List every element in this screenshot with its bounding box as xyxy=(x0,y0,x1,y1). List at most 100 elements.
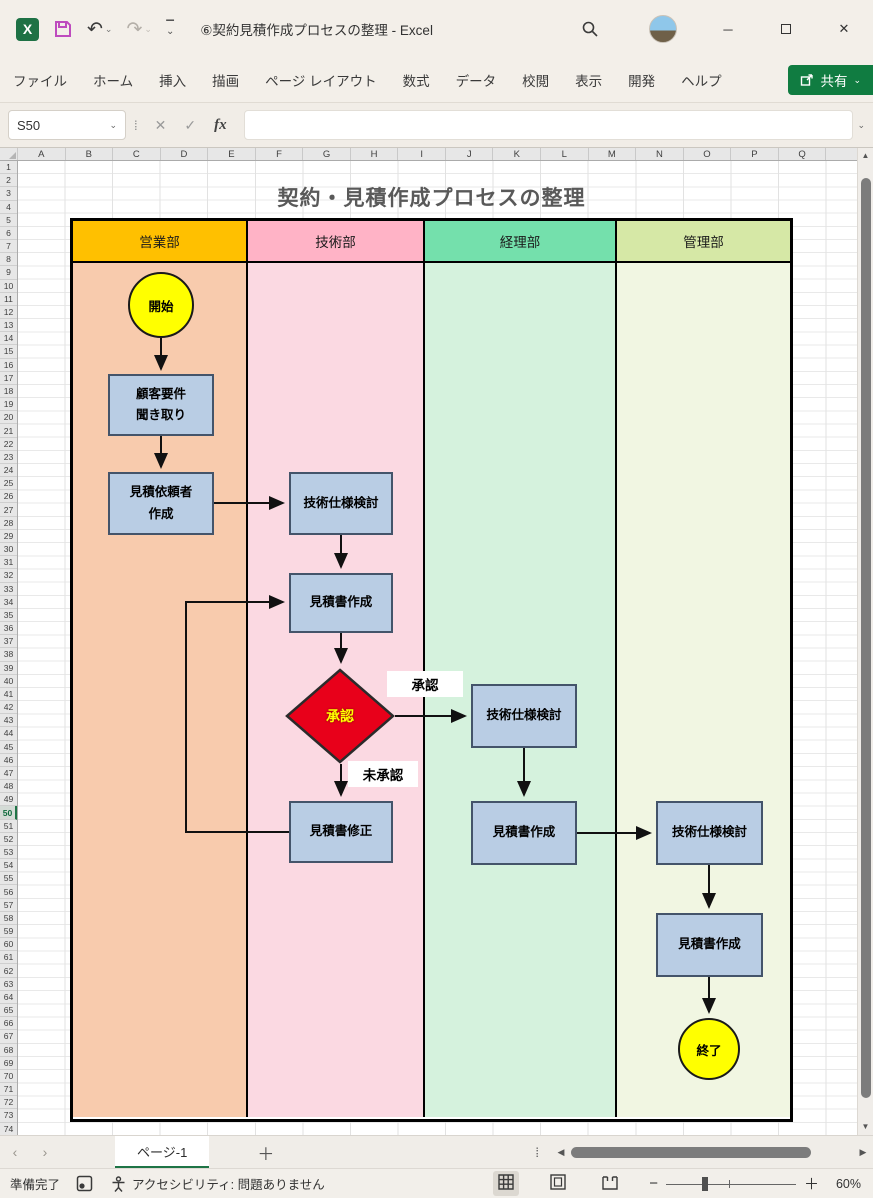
approval-decision-node[interactable]: 承認 xyxy=(285,668,395,764)
page-break-preview-button[interactable] xyxy=(597,1171,623,1196)
row-header-70[interactable]: 70 xyxy=(0,1070,17,1084)
redo-button[interactable]: ↷ ⌄ xyxy=(126,18,151,41)
tab-developer[interactable]: 開発 xyxy=(615,62,668,98)
confirm-entry-button[interactable]: ✓ xyxy=(175,117,205,134)
row-header-11[interactable]: 11 xyxy=(0,293,17,306)
column-header-K[interactable]: K xyxy=(493,148,542,160)
row-header-42[interactable]: 42 xyxy=(0,701,17,715)
row-header-40[interactable]: 40 xyxy=(0,675,17,688)
column-header-F[interactable]: F xyxy=(256,148,304,160)
row-header-3[interactable]: 3 xyxy=(0,187,17,201)
row-header-45[interactable]: 45 xyxy=(0,741,17,754)
tab-file[interactable]: ファイル xyxy=(0,62,80,98)
row-header-2[interactable]: 2 xyxy=(0,174,17,188)
vertical-scrollbar[interactable]: ▲ ▼ xyxy=(857,148,873,1135)
prev-sheet-button[interactable]: ‹ xyxy=(0,1144,30,1160)
row-header-14[interactable]: 14 xyxy=(0,332,17,346)
tab-review[interactable]: 校閲 xyxy=(509,62,562,98)
scroll-right-icon[interactable]: ▶ xyxy=(859,1146,867,1157)
quote-create-admin-node[interactable]: 見積書作成 xyxy=(656,913,763,977)
quote-fix-node[interactable]: 見積書修正 xyxy=(289,801,393,863)
row-header-12[interactable]: 12 xyxy=(0,306,17,320)
row-header-8[interactable]: 8 xyxy=(0,253,17,267)
row-header-5[interactable]: 5 xyxy=(0,214,17,227)
rejected-edge-label[interactable]: 未承認 xyxy=(348,761,418,787)
row-header-34[interactable]: 34 xyxy=(0,596,17,609)
tab-home[interactable]: ホーム xyxy=(80,62,146,98)
minimize-button[interactable]: ─ xyxy=(699,0,757,58)
row-header-43[interactable]: 43 xyxy=(0,714,17,728)
row-header-1[interactable]: 1 xyxy=(0,161,17,175)
tab-data[interactable]: データ xyxy=(443,62,510,98)
row-header-51[interactable]: 51 xyxy=(0,820,17,833)
column-header-H[interactable]: H xyxy=(351,148,399,160)
lane-header-1[interactable]: 営業部 xyxy=(73,221,248,261)
horizontal-scrollbar[interactable]: ◀ ▶ xyxy=(553,1136,871,1168)
row-header-26[interactable]: 26 xyxy=(0,490,17,504)
row-header-60[interactable]: 60 xyxy=(0,938,17,952)
user-avatar[interactable] xyxy=(649,15,677,43)
formula-input[interactable] xyxy=(243,110,854,140)
row-header-16[interactable]: 16 xyxy=(0,359,17,372)
row-header-6[interactable]: 6 xyxy=(0,227,17,241)
row-header-57[interactable]: 57 xyxy=(0,899,17,912)
scroll-down-icon[interactable]: ▼ xyxy=(861,1122,870,1131)
row-header-44[interactable]: 44 xyxy=(0,727,17,741)
row-header-53[interactable]: 53 xyxy=(0,846,17,860)
row-header-74[interactable]: 74 xyxy=(0,1123,17,1136)
zoom-slider[interactable] xyxy=(665,1176,796,1191)
row-header-54[interactable]: 54 xyxy=(0,859,17,873)
row-header-20[interactable]: 20 xyxy=(0,411,17,425)
quote-request-node[interactable]: 見積依頼者 作成 xyxy=(108,472,214,535)
row-header-39[interactable]: 39 xyxy=(0,662,17,675)
tab-view[interactable]: 表示 xyxy=(562,62,615,98)
row-header-33[interactable]: 33 xyxy=(0,583,17,596)
row-header-50[interactable]: 50 xyxy=(0,806,17,820)
row-header-13[interactable]: 13 xyxy=(0,319,17,333)
scroll-up-icon[interactable]: ▲ xyxy=(861,151,870,160)
quote-create-acct-node[interactable]: 見積書作成 xyxy=(471,801,577,865)
row-header-22[interactable]: 22 xyxy=(0,438,17,451)
row-header-17[interactable]: 17 xyxy=(0,372,17,385)
zoom-out-button[interactable]: − xyxy=(649,1175,658,1192)
select-all-corner[interactable] xyxy=(0,148,18,160)
row-header-68[interactable]: 68 xyxy=(0,1044,17,1057)
row-header-59[interactable]: 59 xyxy=(0,925,17,939)
sheet-tab-page1[interactable]: ページ-1 xyxy=(115,1136,210,1168)
column-header-B[interactable]: B xyxy=(66,148,114,160)
row-header-38[interactable]: 38 xyxy=(0,648,17,662)
row-header-61[interactable]: 61 xyxy=(0,951,17,965)
row-header-46[interactable]: 46 xyxy=(0,754,17,767)
approved-edge-label[interactable]: 承認 xyxy=(387,671,463,697)
row-header-4[interactable]: 4 xyxy=(0,201,17,214)
row-header-55[interactable]: 55 xyxy=(0,872,17,886)
tech-spec-review-acct-node[interactable]: 技術仕様検討 xyxy=(471,684,577,748)
tab-options-dots-icon[interactable]: ⁞ xyxy=(535,1144,539,1160)
row-header-49[interactable]: 49 xyxy=(0,793,17,807)
macro-record-button[interactable] xyxy=(76,1175,93,1192)
row-header-15[interactable]: 15 xyxy=(0,345,17,359)
row-header-73[interactable]: 73 xyxy=(0,1109,17,1123)
row-header-69[interactable]: 69 xyxy=(0,1057,17,1070)
lane-header-3[interactable]: 経理部 xyxy=(425,221,617,261)
row-header-7[interactable]: 7 xyxy=(0,240,17,254)
tab-draw[interactable]: 描画 xyxy=(199,62,252,98)
row-header-56[interactable]: 56 xyxy=(0,885,17,899)
zoom-slider-thumb[interactable] xyxy=(701,1176,708,1191)
row-header-18[interactable]: 18 xyxy=(0,385,17,399)
vertical-scrollbar-thumb[interactable] xyxy=(860,178,871,1098)
row-header-64[interactable]: 64 xyxy=(0,991,17,1004)
cancel-entry-button[interactable]: ✕ xyxy=(146,117,176,134)
row-header-72[interactable]: 72 xyxy=(0,1096,17,1110)
column-header-N[interactable]: N xyxy=(636,148,684,160)
excel-app-icon[interactable]: X xyxy=(16,17,39,41)
row-header-48[interactable]: 48 xyxy=(0,780,17,794)
share-button[interactable]: 共有 ⌄ xyxy=(788,65,873,95)
horizontal-scrollbar-thumb[interactable] xyxy=(571,1146,811,1158)
row-header-71[interactable]: 71 xyxy=(0,1083,17,1097)
close-button[interactable]: ✕ xyxy=(815,0,873,58)
row-header-41[interactable]: 41 xyxy=(0,688,17,702)
next-sheet-button[interactable]: › xyxy=(30,1144,60,1160)
column-header-D[interactable]: D xyxy=(161,148,209,160)
zoom-percentage[interactable]: 60% xyxy=(835,1176,861,1191)
